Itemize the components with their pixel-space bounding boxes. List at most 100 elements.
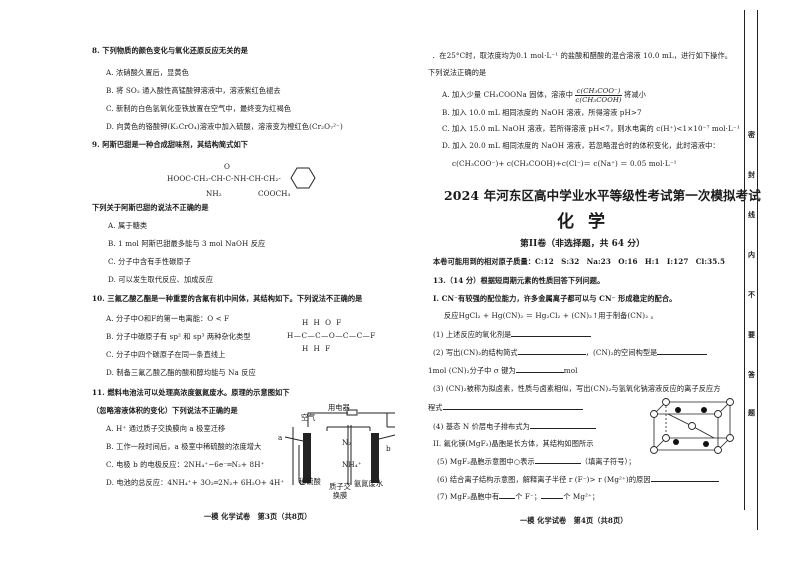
sub2-text-a: (2) 写出(CN)₂的结构简式 <box>433 348 518 357</box>
exam-title: 2024 年河东区高中学业水平等级性考试第一次模拟考试 <box>444 188 761 203</box>
margin-char: 要 <box>748 330 755 339</box>
label-electrode-b: b <box>386 444 391 453</box>
q11-option-a: A. H⁺ 通过质子交换膜向 a 极室迁移 <box>106 424 226 433</box>
answer-blank-7a[interactable] <box>499 491 516 499</box>
structure-bottom-row: H H F <box>302 344 332 353</box>
q9-stem: 9. 阿斯巴甜是一种合成甜味剂，其结构简式如下 <box>92 140 249 149</box>
sub4-text: (4) 基态 N 价层电子排布式为 <box>433 422 530 431</box>
q12-option-c: C. 加入 15.0 mL NaOH 溶液，若所得溶液 pH<7，则水电离的 c… <box>442 124 740 133</box>
margin-char: 密 <box>748 130 755 139</box>
label-electrode-a: a <box>278 433 283 442</box>
q10-option-c: C. 分子中四个碳原子在同一条直线上 <box>106 350 226 359</box>
q9-option-c: C. 分子中含有手性碳原子 <box>108 257 191 266</box>
q13-sub3b: 程式 <box>428 402 583 412</box>
atomic-masses: 本卷可能用到的相对原子质量：C:12 S:32 Na:23 O:16 H:1 I… <box>433 257 726 266</box>
q10-stem: 10. 三氟乙酸乙酯是一种重要的含氟有机中间体，其结构如下。下列说法不正确的是 <box>92 294 363 303</box>
q10-option-a: A. 分子中O和F的第一电离能：O < F <box>106 314 230 323</box>
label-n2: N₂ <box>342 438 352 447</box>
answer-blank-2b[interactable] <box>657 347 708 355</box>
q9-option-a: A. 属于糖类 <box>108 221 148 230</box>
q13-sub4: (4) 基态 N 价层电子排布式为 <box>433 421 596 431</box>
sub3b-text: 程式 <box>428 403 443 412</box>
margin-char: 答 <box>748 370 755 379</box>
q11-option-c: C. 电极 b 的电极反应：2NH₄⁺−6e⁻═N₂+ 8H⁺ <box>106 460 265 469</box>
q8-option-c: C. 新制的白色氢氧化亚铁放置在空气中，最终变为红褐色 <box>106 104 292 113</box>
q11-stem2: （忽略溶液体积的变化）下列说法不正确的是 <box>92 406 238 415</box>
q12-option-a-end: 将减小 <box>624 90 646 99</box>
ratio-numerator: c(CH₃COO⁻) <box>575 86 622 96</box>
margin-char: 封 <box>748 170 755 179</box>
q13-sub3: (3) (CN)₂被称为拟卤素，性质与卤素相似，写出(CN)₂与氢氧化钠溶液反应… <box>433 384 721 393</box>
q10-option-d: D. 制备三氟乙酸乙酯的酸和醇均能与 Na 反应 <box>106 368 256 377</box>
sub7-text: (7) MgF₂晶胞中有 <box>437 492 500 501</box>
sub2c-unit: mol <box>563 366 578 375</box>
answer-blank-5[interactable] <box>534 456 581 464</box>
q11-option-b: B. 工作一段时间后，a 极室中稀硫酸的浓度增大 <box>106 442 262 451</box>
label-ammonia-wastewater: 氨氮废水 <box>354 479 384 488</box>
binding-line-left <box>744 10 745 510</box>
answer-blank-7b[interactable] <box>541 491 564 499</box>
sub7-end: 个 Mg²⁺； <box>563 492 600 501</box>
q12-option-b: B. 加入 10.0 mL 相同浓度的 NaOH 溶液，所得溶液 pH>7 <box>442 108 642 117</box>
fuel-cell-drawing <box>285 409 395 485</box>
q12-option-d: D. 加入 20.0 mL 相同浓度的 NaOH 溶液，若忽略混合时的体积变化，… <box>442 141 720 150</box>
margin-char: 题 <box>748 408 755 417</box>
label-dilute-sulfuric-acid: 稀硫酸 <box>299 477 321 486</box>
sub2c-text: 1mol (CN)₂分子中 σ 键为 <box>428 366 516 375</box>
q12-option-a-text: A. 加入少量 CH₃COONa 固体，溶液中 <box>442 90 574 99</box>
margin-char: 内 <box>748 250 755 259</box>
right-page-footer: 一模 化学试卷 第4页（共8页） <box>520 516 628 525</box>
q9-question: 下列关于阿斯巴甜的说法不正确的是 <box>92 203 209 212</box>
q13-part2: II. 氟化镁(MgF₂)晶胞是长方体，其结构如图所示 <box>433 439 594 448</box>
q12-stem: ．在25°C时，取浓度均为0.1 mol·L⁻¹ 的盐酸和醋酸的混合溶液 10.… <box>432 51 733 60</box>
q12-stem2: 下列说法正确的是 <box>428 68 487 77</box>
q8-option-d: D. 向黄色的铬酸钾(K₂CrO₄)溶液中加入硫酸，溶液变为橙红色(Cr₂O₇²… <box>106 122 343 131</box>
sub1-text: (1) 上述反应的氧化剂是 <box>433 330 512 339</box>
sub6-text: (6) 结合离子结构示意图，解释离子半径 r (F⁻)> r (Mg²⁺)的原因 <box>437 475 651 484</box>
structure-cooch3: COOCH₃ <box>258 189 291 198</box>
q9-option-b: B. 1 mol 阿斯巴甜最多能与 3 mol NaOH 反应 <box>108 239 266 248</box>
q11-option-d: D. 电池的总反应：4NH₄⁺+ 3O₂═2N₂+ 6H₂O+ 4H⁺ <box>106 478 285 487</box>
answer-blank-6[interactable] <box>650 474 719 482</box>
label-proton-exchange-membrane: 质子交换膜 <box>329 482 351 500</box>
q13-sub1: (1) 上述反应的氧化剂是 <box>433 329 592 339</box>
margin-char: 不 <box>748 290 755 299</box>
structure-top-row: H H O F <box>302 318 343 327</box>
q13-stem: 13.（14 分）根据短周期元素的性质回答下列问题。 <box>433 276 605 285</box>
q13-sub6: (6) 结合离子结构示意图，解释离子半径 r (F⁻)> r (Mg²⁺)的原因 <box>437 474 719 484</box>
q13-sub5: (5) MgF₂晶胞示意图中○表示（填离子符号）； <box>437 456 635 466</box>
q9-option-d: D. 可以发生取代反应、加成反应 <box>108 275 214 284</box>
benzene-ring-icon <box>290 167 316 189</box>
answer-blank-4[interactable] <box>529 421 596 429</box>
concentration-ratio: c(CH₃COO⁻) c(CH₃COOH) <box>575 86 622 104</box>
answer-blank-2c[interactable] <box>515 365 564 373</box>
label-air: 空气 <box>301 413 316 422</box>
subject-title: 化学 <box>557 212 619 232</box>
q8-option-a: A. 浓硝酸久置后，显黄色 <box>106 68 189 77</box>
q13-sub7: (7) MgF₂晶胞中有 个 F⁻； 个 Mg²⁺； <box>437 491 599 501</box>
answer-blank-1[interactable] <box>511 329 592 337</box>
structure-nh2: NH₂ <box>206 189 222 198</box>
structure-main-chain: HOOC-CH₂-CH-C-NH-CH-CH₂- <box>167 174 281 183</box>
q10-option-b: B. 分子中碳原子有 sp² 和 sp³ 两种杂化类型 <box>106 332 251 341</box>
binding-line-right <box>757 10 758 530</box>
q13-reaction: 反应HgCl₂ + Hg(CN)₂ ＝ Hg₂Cl₂ + (CN)₂↑用于制备(… <box>444 311 658 320</box>
q13-sub2c: 1mol (CN)₂分子中 σ 键为 mol <box>428 365 578 375</box>
q12-option-d-continued: c(CH₃COO⁻)+ c(CH₃COOH)+c(Cl⁻)＝ c(Na⁺) ＝ … <box>452 159 677 168</box>
q13-sub2: (2) 写出(CN)₂的结构简式 ，(CN)₂的空间构型是 <box>433 347 708 357</box>
mgf2-unit-cell-diagram <box>650 398 734 454</box>
structure-carbonyl-o: O <box>224 162 230 171</box>
sub7-mid: 个 F⁻； <box>515 492 542 501</box>
left-page-footer: 一模 化学试卷 第3页（共8页） <box>204 512 312 521</box>
ratio-denominator: c(CH₃COOH) <box>575 95 622 104</box>
structure-main-row: H—C—C—O—C—C—F <box>287 331 376 340</box>
margin-char: 线 <box>748 210 755 219</box>
answer-blank-2a[interactable] <box>517 347 586 355</box>
sub2-text-b: ，(CN)₂的空间构型是 <box>585 348 658 357</box>
label-electric-device: 用电器 <box>328 403 350 412</box>
sub5-text: (5) MgF₂晶胞示意图中○表示 <box>437 457 535 466</box>
q12-option-a: A. 加入少量 CH₃COONa 固体，溶液中 c(CH₃COO⁻) c(CH₃… <box>442 86 646 104</box>
answer-blank-3[interactable] <box>442 402 583 410</box>
section-title: 第II卷（非选择题，共 64 分） <box>520 239 646 249</box>
q13-part1: I. CN⁻有较强的配位能力，许多金属离子都可以与 CN⁻ 形成稳定的配合。 <box>433 294 677 303</box>
